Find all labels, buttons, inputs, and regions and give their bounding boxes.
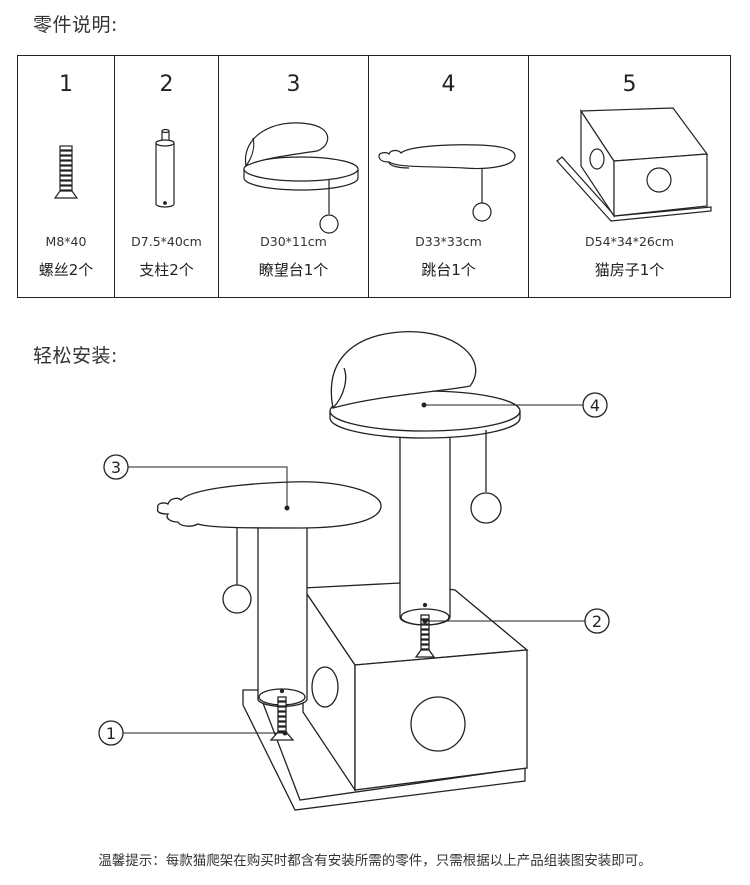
assembly-diagram: 1 2 3 4 [98,331,610,811]
callout-3-label: 3 [111,458,121,477]
part-dimension: M8*40 [45,234,87,249]
part-cell-cat-house: 5 D54*34*26cm 猫房子1个 [529,56,730,297]
callout-4: 4 [582,392,608,418]
part-name: 猫房子1个 [594,261,665,279]
part-number: 1 [59,72,73,97]
part-dimension: D7.5*40cm [131,234,202,249]
part-name: 支柱2个 [139,261,194,279]
part-cell-lookout-platform: 3 D30*11cm 瞭望台1个 [219,56,369,297]
house-front-hole [410,696,466,752]
tip-text: 温馨提示：每款猫爬架在购买时都含有安装所需的零件，只需根据以上产品组装图安装即可… [98,853,652,869]
part-cell-post: 2 D7.5*40cm 支柱2个 [115,56,219,297]
callout-2: 2 [584,608,610,634]
post-icon [155,128,175,208]
part-dimension: D54*34*26cm [585,234,674,249]
callout-4-label: 4 [590,396,600,415]
house-side-hole [311,666,339,708]
part-name: 跳台1个 [421,261,476,279]
cat-house-icon [556,107,712,222]
base-board [242,689,526,811]
part-number: 5 [622,72,637,97]
part-name: 螺丝2个 [38,261,94,279]
part-number: 3 [286,72,301,97]
part-dimension: D30*11cm [260,234,327,249]
callout-1-label: 1 [106,724,116,743]
part-cell-jump-platform: 4 D33*33cm 跳台1个 [369,56,529,297]
jump-platform [156,481,382,529]
parts-heading: 零件说明: [33,14,118,36]
install-heading: 轻松安装: [33,345,118,367]
part-cell-screw: 1 M8*40 螺丝2个 [18,56,115,297]
screw-icon [53,145,79,199]
lookout-canopy [330,331,477,409]
callout-1: 1 [98,720,124,746]
front-post [257,517,308,708]
callout-3: 3 [103,454,129,480]
screw-1 [269,696,295,741]
lookout-platform-icon [243,122,359,234]
jump-platform-icon [378,144,516,222]
parts-table: 1 M8*40 螺丝2个 2 [17,55,731,298]
part-number: 4 [441,72,456,97]
part-number: 2 [159,72,174,97]
part-dimension: D33*33cm [415,234,482,249]
back-post [399,419,451,626]
callout-2-label: 2 [592,612,602,631]
part-name: 瞭望台1个 [258,261,329,279]
